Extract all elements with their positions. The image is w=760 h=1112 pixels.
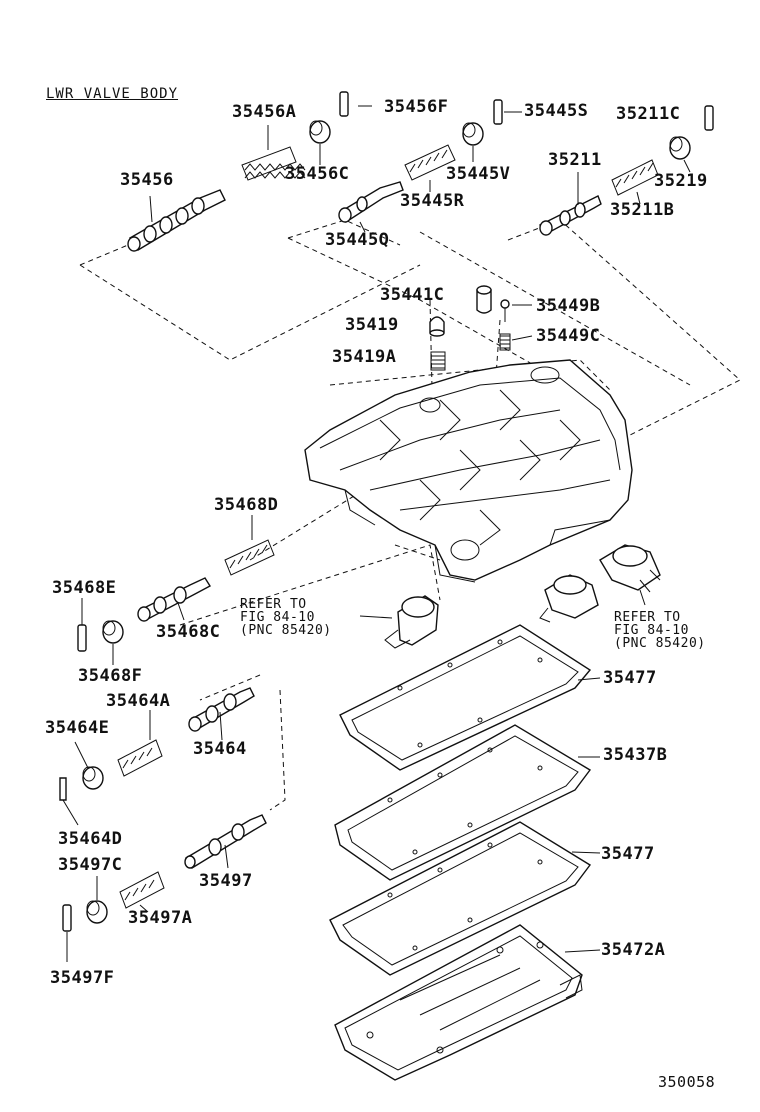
part-label-35468E[interactable]: 35468E (52, 578, 117, 598)
part-35449B-pin (500, 299, 532, 322)
part-label-35468C[interactable]: 35468C (156, 622, 221, 642)
part-label-35464E[interactable]: 35464E (45, 718, 110, 738)
part-label-35464[interactable]: 35464 (193, 739, 247, 759)
part-35211-valve (538, 172, 602, 236)
part-35445S-clip (493, 99, 522, 125)
diagram-title: LWR VALVE BODY (46, 86, 179, 102)
part-label-35464A[interactable]: 35464A (106, 691, 171, 711)
lower-valve-body (304, 359, 633, 583)
refer-note-right[interactable]: REFER TO FIG 84-10 (PNC 85420) (614, 610, 706, 651)
part-35468D-spring (224, 515, 275, 576)
part-35497C-plug (86, 876, 108, 924)
part-label-35456A[interactable]: 35456A (232, 102, 297, 122)
part-label-35445S[interactable]: 35445S (524, 101, 589, 121)
part-label-35419[interactable]: 35419 (345, 315, 399, 335)
part-35445V-plug (462, 122, 484, 162)
part-35211B-spring (611, 159, 659, 205)
part-35456F-clip (339, 91, 372, 117)
refer-note-left[interactable]: REFER TO FIG 84-10 (PNC 85420) (240, 597, 332, 638)
part-label-35419A[interactable]: 35419A (332, 347, 397, 367)
part-label-35449C[interactable]: 35449C (536, 326, 601, 346)
cover-35472A (334, 924, 601, 1081)
part-label-35477-bottom[interactable]: 35477 (601, 844, 655, 864)
part-35464D-clip (59, 777, 79, 826)
part-label-35497[interactable]: 35497 (199, 871, 253, 891)
part-label-35497A[interactable]: 35497A (128, 908, 193, 928)
part-35464-valve (188, 687, 255, 741)
part-35464E-plug (74, 741, 104, 790)
part-35468F-plug (102, 620, 124, 665)
part-35456C-plug (309, 120, 331, 165)
solenoid-right (599, 544, 661, 606)
part-35211C-clip (704, 105, 714, 131)
part-label-35211B[interactable]: 35211B (610, 200, 675, 220)
part-label-35445Q[interactable]: 35445Q (325, 230, 390, 250)
part-35419-check-ball (429, 316, 445, 337)
part-label-35468D[interactable]: 35468D (214, 495, 279, 515)
part-label-35472A[interactable]: 35472A (601, 940, 666, 960)
part-label-35456[interactable]: 35456 (120, 170, 174, 190)
part-35497-valve (184, 814, 267, 869)
part-label-35211[interactable]: 35211 (548, 150, 602, 170)
plate-35437B (334, 724, 600, 881)
solenoid-left (359, 595, 439, 649)
part-35464A-spring (117, 710, 163, 777)
part-35456-valve (127, 189, 226, 252)
solenoid-middle (539, 574, 599, 623)
part-label-35456C[interactable]: 35456C (285, 164, 350, 184)
part-35219-plug (669, 136, 691, 173)
part-35445R-spring (404, 144, 456, 192)
part-35449C-spring (499, 333, 533, 351)
part-35497F-clip (62, 904, 72, 962)
part-35468C-valve (137, 577, 211, 622)
part-label-35437B[interactable]: 35437B (603, 745, 668, 765)
part-label-35456F[interactable]: 35456F (384, 97, 449, 117)
gasket-35477-bottom (329, 821, 601, 976)
part-label-35445R[interactable]: 35445R (400, 191, 465, 211)
figure-number: 350058 (658, 1073, 716, 1091)
part-label-35449B[interactable]: 35449B (536, 296, 601, 316)
part-label-35497C[interactable]: 35497C (58, 855, 123, 875)
gasket-35477-top (339, 624, 601, 771)
part-label-35497F[interactable]: 35497F (50, 968, 115, 988)
part-35456A-spring (241, 125, 306, 181)
part-label-35211C[interactable]: 35211C (616, 104, 681, 124)
part-label-35477-top[interactable]: 35477 (603, 668, 657, 688)
part-35419A-spring (430, 351, 446, 371)
part-label-35464D[interactable]: 35464D (58, 829, 123, 849)
part-35468E-clip (77, 598, 87, 652)
part-35445Q-valve (338, 181, 404, 233)
dashed-guides (79, 219, 741, 811)
part-label-35219[interactable]: 35219 (654, 171, 708, 191)
part-label-35441C[interactable]: 35441C (380, 285, 445, 305)
part-35441C-cylinder (476, 285, 492, 314)
part-label-35468F[interactable]: 35468F (78, 666, 143, 686)
part-label-35445V[interactable]: 35445V (446, 164, 511, 184)
part-35497A-spring (119, 871, 165, 913)
